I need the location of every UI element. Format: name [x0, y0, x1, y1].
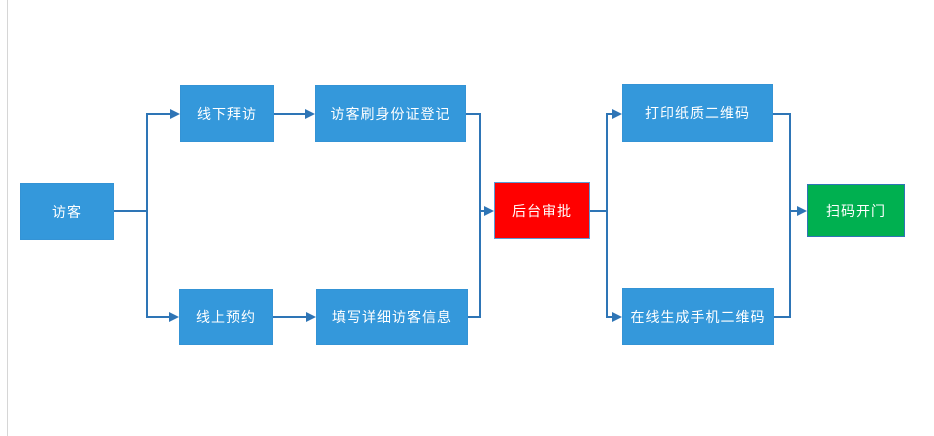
edge-to-offline-visit	[146, 113, 171, 115]
edge-approval-branch-vertical	[606, 113, 608, 318]
edge-booking-to-fill-info	[273, 316, 307, 318]
edge-online-qr-out	[774, 316, 791, 318]
node-fill-info-label: 填写详细访客信息	[332, 309, 452, 325]
node-offline-visit-label: 线下拜访	[197, 105, 257, 122]
arrowhead-to-online-qr	[612, 312, 622, 322]
edge-approval-out	[590, 210, 608, 212]
node-visitor-label: 访客	[52, 203, 82, 220]
node-print-qr-label: 打印纸质二维码	[645, 105, 750, 121]
arrowhead-to-fill-info	[306, 312, 316, 322]
node-offline-visit[interactable]: 线下拜访	[180, 85, 274, 142]
node-id-register-label: 访客刷身份证登记	[330, 105, 451, 122]
node-online-qr[interactable]: 在线生成手机二维码	[622, 288, 774, 345]
node-scan-open[interactable]: 扫码开门	[807, 184, 905, 237]
canvas-left-border	[7, 0, 8, 436]
edge-id-register-out	[466, 113, 481, 115]
arrowhead-to-scan-open	[797, 206, 807, 216]
edge-merge-vertical-scan	[789, 113, 791, 318]
node-print-qr[interactable]: 打印纸质二维码	[622, 84, 773, 142]
node-online-booking-label: 线上预约	[196, 309, 256, 325]
edge-to-scan-open	[789, 210, 798, 212]
node-visitor[interactable]: 访客	[20, 183, 114, 240]
edge-visitor-out	[114, 210, 147, 212]
node-id-register[interactable]: 访客刷身份证登记	[315, 85, 466, 142]
edge-merge-vertical-approval	[479, 113, 481, 318]
node-scan-open-label: 扫码开门	[826, 202, 886, 219]
node-fill-info[interactable]: 填写详细访客信息	[316, 289, 468, 345]
arrowhead-to-approval	[484, 206, 494, 216]
arrowhead-to-offline-visit	[170, 109, 180, 119]
edge-to-online-booking	[146, 316, 170, 318]
node-online-booking[interactable]: 线上预约	[179, 289, 273, 345]
edge-to-print-qr	[606, 113, 613, 115]
node-approval-label: 后台审批	[512, 202, 572, 219]
node-online-qr-label: 在线生成手机二维码	[630, 308, 766, 325]
arrowhead-to-print-qr	[612, 109, 622, 119]
edge-to-online-qr	[606, 316, 613, 318]
edge-fill-info-out	[468, 316, 481, 318]
edge-to-approval	[479, 210, 486, 212]
arrowhead-to-id-register	[305, 109, 315, 119]
edge-offline-to-id-register	[274, 113, 306, 115]
edge-print-qr-out	[773, 113, 791, 115]
node-approval[interactable]: 后台审批	[494, 182, 590, 239]
edge-visitor-branch-vertical	[146, 113, 148, 318]
arrowhead-to-online-booking	[169, 312, 179, 322]
